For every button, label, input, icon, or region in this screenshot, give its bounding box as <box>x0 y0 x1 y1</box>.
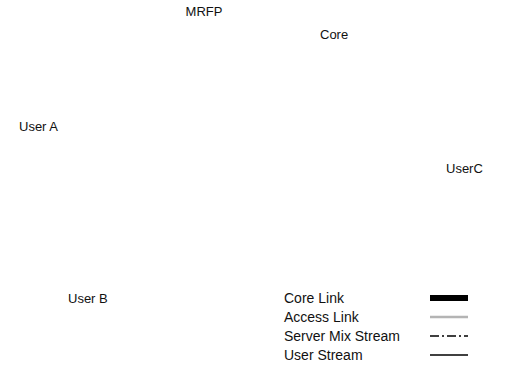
router <box>186 106 354 246</box>
core-circle <box>156 12 449 305</box>
user-node: User B <box>28 172 144 308</box>
node-label: User B <box>68 291 108 307</box>
user-node: User A <box>3 24 125 136</box>
user-node: UserC <box>436 88 514 178</box>
legend-row: Access Link <box>284 307 472 326</box>
node-label: Core <box>320 27 348 43</box>
server-icon <box>184 22 222 100</box>
legend-label: Access Link <box>284 309 426 325</box>
legend-label: User Stream <box>284 347 426 363</box>
server-node: MRFP <box>176 4 232 102</box>
core-link <box>232 152 330 228</box>
legend-sample <box>426 311 472 323</box>
legend-line-sample <box>430 354 468 356</box>
legend-line-sample <box>430 315 468 318</box>
computer-icon <box>30 176 140 268</box>
access-link <box>82 122 434 262</box>
router <box>206 212 254 246</box>
server-mix-stream <box>125 98 198 118</box>
router <box>186 106 234 140</box>
legend-line-sample <box>430 335 468 336</box>
legend-sample <box>426 349 472 361</box>
legend-line-sample <box>430 295 468 301</box>
core-link <box>204 124 330 228</box>
legend-sample <box>426 330 472 342</box>
server-mix-stream <box>144 102 191 215</box>
node-label: MRFP <box>186 4 223 20</box>
core-link <box>204 128 226 228</box>
legend-sample <box>426 292 472 304</box>
legend-row: Core Link <box>284 288 472 307</box>
computer-icon <box>6 26 120 112</box>
core-region: Core <box>155 11 450 306</box>
access-link <box>82 122 188 124</box>
legend: Core LinkAccess LinkServer Mix StreamUse… <box>284 288 472 364</box>
server-mix-stream <box>219 102 436 130</box>
user-stream <box>144 102 230 237</box>
legend-label: Core Link <box>284 290 426 306</box>
node-label: User A <box>19 119 58 135</box>
core-link <box>210 124 330 152</box>
computer-icon <box>440 92 510 159</box>
node-label: UserC <box>446 161 483 177</box>
user-stream <box>125 58 176 68</box>
user-stream <box>232 61 436 121</box>
legend-label: Server Mix Stream <box>284 328 426 344</box>
legend-row: User Stream <box>284 345 472 364</box>
legend-row: Server Mix Stream <box>284 326 472 345</box>
access-link <box>146 232 208 262</box>
router <box>306 134 354 168</box>
access-link <box>354 152 434 160</box>
core-circle <box>155 11 450 306</box>
